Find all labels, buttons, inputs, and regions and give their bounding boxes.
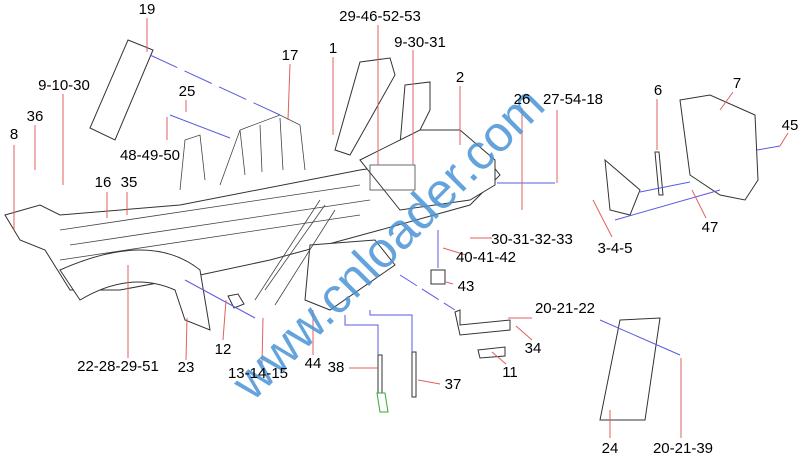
part-labels: 19 29-46-52-53 9-30-31 1 17 2 9-10-30 25… (10, 1, 799, 457)
part-29-grille (369, 164, 416, 191)
label-12: 12 (215, 341, 232, 358)
label-22-28-29-51: 22-28-29-51 (77, 358, 159, 375)
assembly-lines (149, 54, 781, 356)
label-8: 8 (10, 126, 18, 143)
part-6-bracket (654, 151, 664, 196)
label-16: 16 (95, 174, 112, 191)
label-17: 17 (282, 47, 299, 64)
part-38-pedal (376, 392, 389, 413)
label-40-41-42: 40-41-42 (456, 249, 516, 266)
part-1-arm (334, 57, 396, 156)
part-44-ladder (254, 199, 336, 306)
label-13-14-15: 13-14-15 (228, 365, 288, 382)
label-20-21-22: 20-21-22 (535, 300, 595, 317)
label-20-21-39: 20-21-39 (653, 440, 713, 457)
label-23: 23 (178, 359, 195, 376)
part-38-rod (377, 354, 383, 396)
label-11: 11 (502, 364, 518, 381)
label-35: 35 (121, 174, 138, 191)
part-23-fender (59, 249, 211, 331)
label-44: 44 (305, 355, 322, 372)
label-37: 37 (445, 376, 462, 393)
label-2: 2 (456, 69, 464, 86)
part-drawings (4, 39, 759, 421)
part-34-bracket (454, 309, 511, 336)
label-6: 6 (654, 82, 662, 99)
label-3-4-5: 3-4-5 (597, 240, 632, 257)
label-36: 36 (27, 108, 44, 125)
part-24-panel (599, 317, 661, 421)
label-29-46-52-53: 29-46-52-53 (339, 8, 421, 25)
part-19-panel (89, 39, 154, 141)
label-24: 24 (602, 440, 619, 457)
label-45: 45 (782, 117, 799, 134)
label-19: 19 (139, 1, 156, 18)
part-12-bracket (227, 293, 245, 309)
part-3-4-5-plate (604, 158, 641, 216)
label-34: 34 (525, 340, 542, 357)
label-47: 47 (702, 219, 719, 236)
label-7: 7 (733, 75, 741, 92)
part-7-cover (679, 94, 759, 201)
label-27-54-18: 27-54-18 (543, 91, 603, 108)
leader-lines (13, 18, 789, 438)
label-38: 38 (328, 359, 345, 376)
label-30-31-32-33: 30-31-32-33 (491, 231, 573, 248)
part-16-deck (59, 184, 371, 261)
label-9-10-30: 9-10-30 (38, 77, 90, 94)
label-26: 26 (514, 91, 531, 108)
label-1: 1 (329, 40, 337, 57)
label-48-49-50: 48-49-50 (120, 147, 180, 164)
part-11-bracket (477, 346, 506, 359)
label-25: 25 (179, 83, 196, 100)
label-43: 43 (458, 278, 475, 295)
part-43-damper (430, 269, 446, 285)
part-44-step (304, 239, 396, 311)
part-37-rod (411, 351, 417, 398)
label-9-30-31: 9-30-31 (394, 34, 446, 51)
